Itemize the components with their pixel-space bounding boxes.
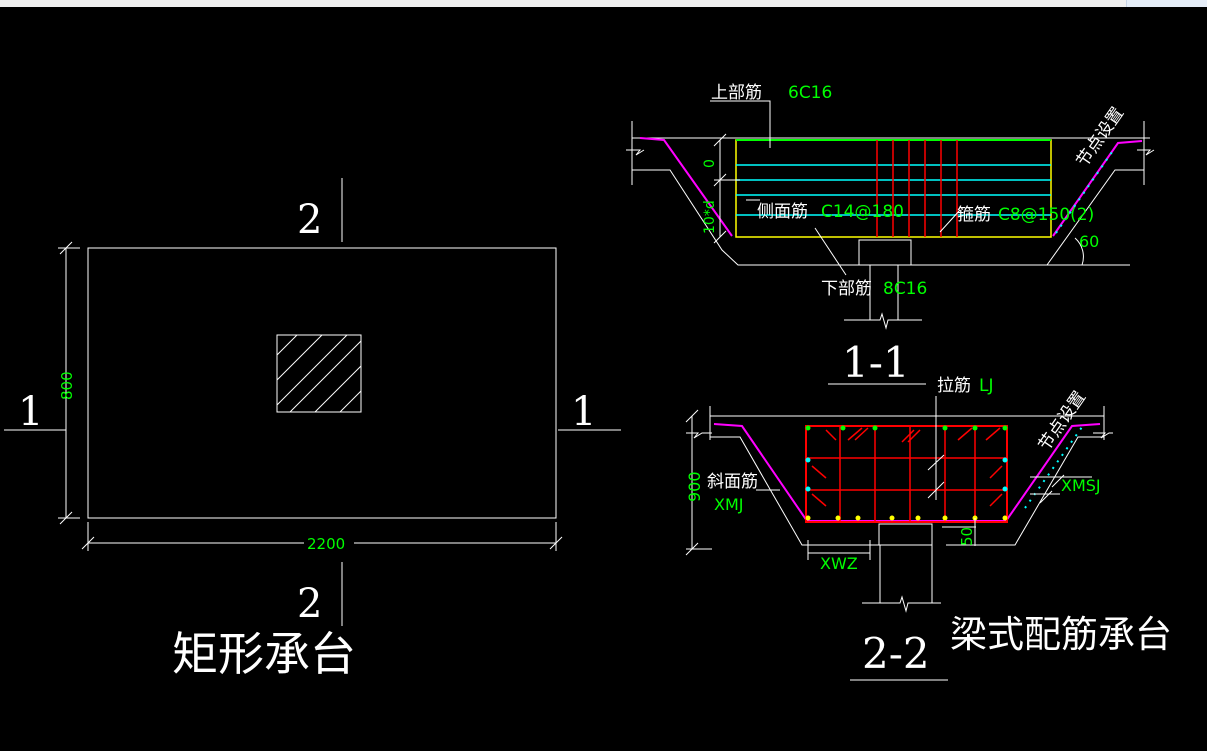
angle-text: 60 <box>1079 232 1099 251</box>
bottom-bar-label: 下部筋 <box>821 279 872 299</box>
cad-drawing-canvas[interactable]: 2 2 1 1 800 2200 矩形承台 <box>0 7 1207 751</box>
tie-label: 拉筋 <box>937 376 971 396</box>
side-bar-label: 侧面筋 <box>757 202 808 222</box>
xmsj-text: XMSJ <box>1061 476 1101 495</box>
plan-rectangular-cap: 2 2 1 1 800 2200 矩形承台 <box>4 178 621 681</box>
dim-side-text: 10*d <box>702 200 718 234</box>
section-2-2-dims <box>685 409 1092 560</box>
slope-bar-label: 斜面筋 <box>707 472 758 492</box>
xwz-text: XWZ <box>820 554 858 573</box>
stirrups <box>876 140 958 237</box>
plan-title: 矩形承台 <box>172 627 356 681</box>
dim-900-text: 900 <box>685 471 704 502</box>
section-1-1-label: 1-1 <box>842 338 910 387</box>
stirrup-label: 箍筋 <box>957 205 991 225</box>
bottom-bar-value: 8C16 <box>883 279 927 299</box>
section-mark-left: 1 <box>18 389 43 435</box>
side-bar-value: C14@180 <box>821 202 904 222</box>
section-2-2: 900 50 XWZ XMSJ 拉筋 LJ 斜面筋 XMJ 节点设置 2-2 梁… <box>685 376 1172 681</box>
dim-height-text: 800 <box>58 371 76 400</box>
section-1-1: 0 10*d 60 上部筋 6C16 侧面筋 C14@180 箍筋 C8@150… <box>626 83 1155 387</box>
stirrup-value: C8@150(2) <box>998 205 1094 225</box>
dim-width-text: 2200 <box>307 535 345 553</box>
node-note-1: 节点设置 <box>1073 104 1128 171</box>
cap-outline <box>87 247 557 519</box>
beam-cap-title: 梁式配筋承台 <box>950 613 1172 656</box>
column-hatch <box>276 334 362 413</box>
cage-grid <box>805 425 1008 523</box>
dimension-height <box>58 241 80 525</box>
dim-width-bg <box>304 534 354 552</box>
window-top-bar <box>0 0 1207 7</box>
column-outline <box>276 334 362 413</box>
slope-bar-left <box>639 137 733 237</box>
dim-50-text: 50 <box>958 527 976 546</box>
slope-bar-value: XMJ <box>714 495 743 514</box>
top-bar-label: 上部筋 <box>711 83 762 103</box>
section-mark-right: 1 <box>571 389 596 435</box>
dim-top-text: 0 <box>702 159 718 168</box>
section-1-1-dims <box>713 133 740 244</box>
section-mark-top: 2 <box>297 197 322 243</box>
section-mark-bottom: 2 <box>297 581 322 627</box>
section-2-2-label: 2-2 <box>862 629 930 678</box>
node-note-2: 节点设置 <box>1035 388 1090 455</box>
top-bar-value: 6C16 <box>788 83 832 103</box>
tie-value: LJ <box>979 376 994 396</box>
window-tab[interactable] <box>1126 0 1207 7</box>
